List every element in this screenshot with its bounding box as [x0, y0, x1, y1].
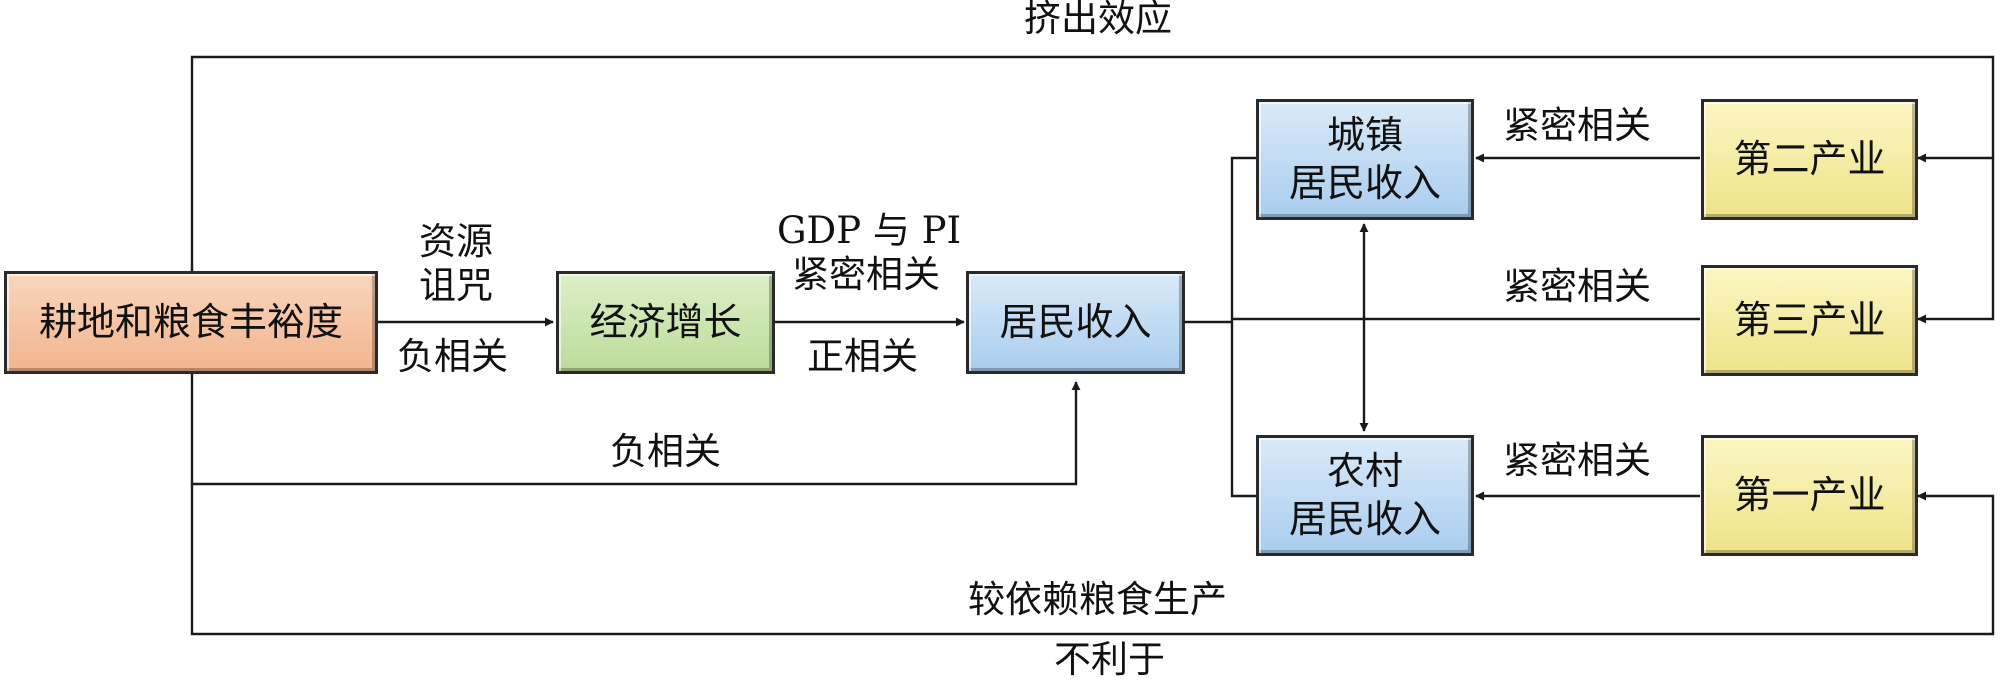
positive-corr-label: 正相关 — [807, 335, 918, 378]
tertiary-industry-label: 第三产业 — [1733, 297, 1886, 342]
urban-income-node: 城镇 居民收入 — [1256, 99, 1474, 220]
rely-grain-label: 较依赖粮食生产 — [968, 578, 1227, 621]
economic-growth-node: 经济增长 — [556, 271, 775, 374]
primary-industry-node: 第一产业 — [1701, 435, 1918, 556]
income-bracket — [1230, 156, 1256, 498]
secondary-industry-node: 第二产业 — [1701, 99, 1918, 220]
unfavorable-line — [190, 484, 1995, 636]
farmland-grain-node: 耕地和粮食丰裕度 — [4, 271, 378, 374]
crowding-out-label: 挤出效应 — [1024, 0, 1172, 40]
urban-income-line1: 城镇 — [1326, 113, 1403, 157]
negative-corr-label-1: 负相关 — [397, 335, 508, 378]
resource-curse-label-line2: 诅咒 — [419, 264, 493, 307]
unfavorable-label: 不利于 — [1054, 638, 1165, 681]
crowding-out-line — [190, 55, 1995, 272]
resource-curse-label-line1: 资源 — [419, 220, 493, 263]
resident-income-node: 居民收入 — [966, 271, 1185, 374]
resident-income-label: 居民收入 — [999, 299, 1152, 344]
negative-corr-label-2: 负相关 — [610, 430, 721, 473]
rural-income-line1: 农村 — [1326, 449, 1403, 493]
tertiary-industry-node: 第三产业 — [1701, 265, 1918, 376]
urban-income-line2: 居民收入 — [1288, 160, 1441, 205]
crowding-out-tertiary-line — [1917, 158, 1995, 324]
gdp-pi-label: GDP 与 PI — [777, 209, 962, 252]
close-corr-tertiary-label: 紧密相关 — [1503, 265, 1651, 308]
primary-industry-label: 第一产业 — [1733, 472, 1886, 517]
rural-income-node: 农村 居民收入 — [1256, 435, 1474, 556]
negative-corr-line — [190, 373, 1081, 486]
close-corr-primary-label: 紧密相关 — [1503, 439, 1651, 482]
close-corr-main-label: 紧密相关 — [792, 253, 940, 296]
rural-income-line2: 居民收入 — [1288, 496, 1441, 541]
secondary-industry-label: 第二产业 — [1733, 136, 1886, 181]
close-corr-secondary-label: 紧密相关 — [1503, 104, 1651, 147]
economic-growth-label: 经济增长 — [589, 299, 742, 344]
farmland-grain-label: 耕地和粮食丰裕度 — [38, 299, 343, 344]
